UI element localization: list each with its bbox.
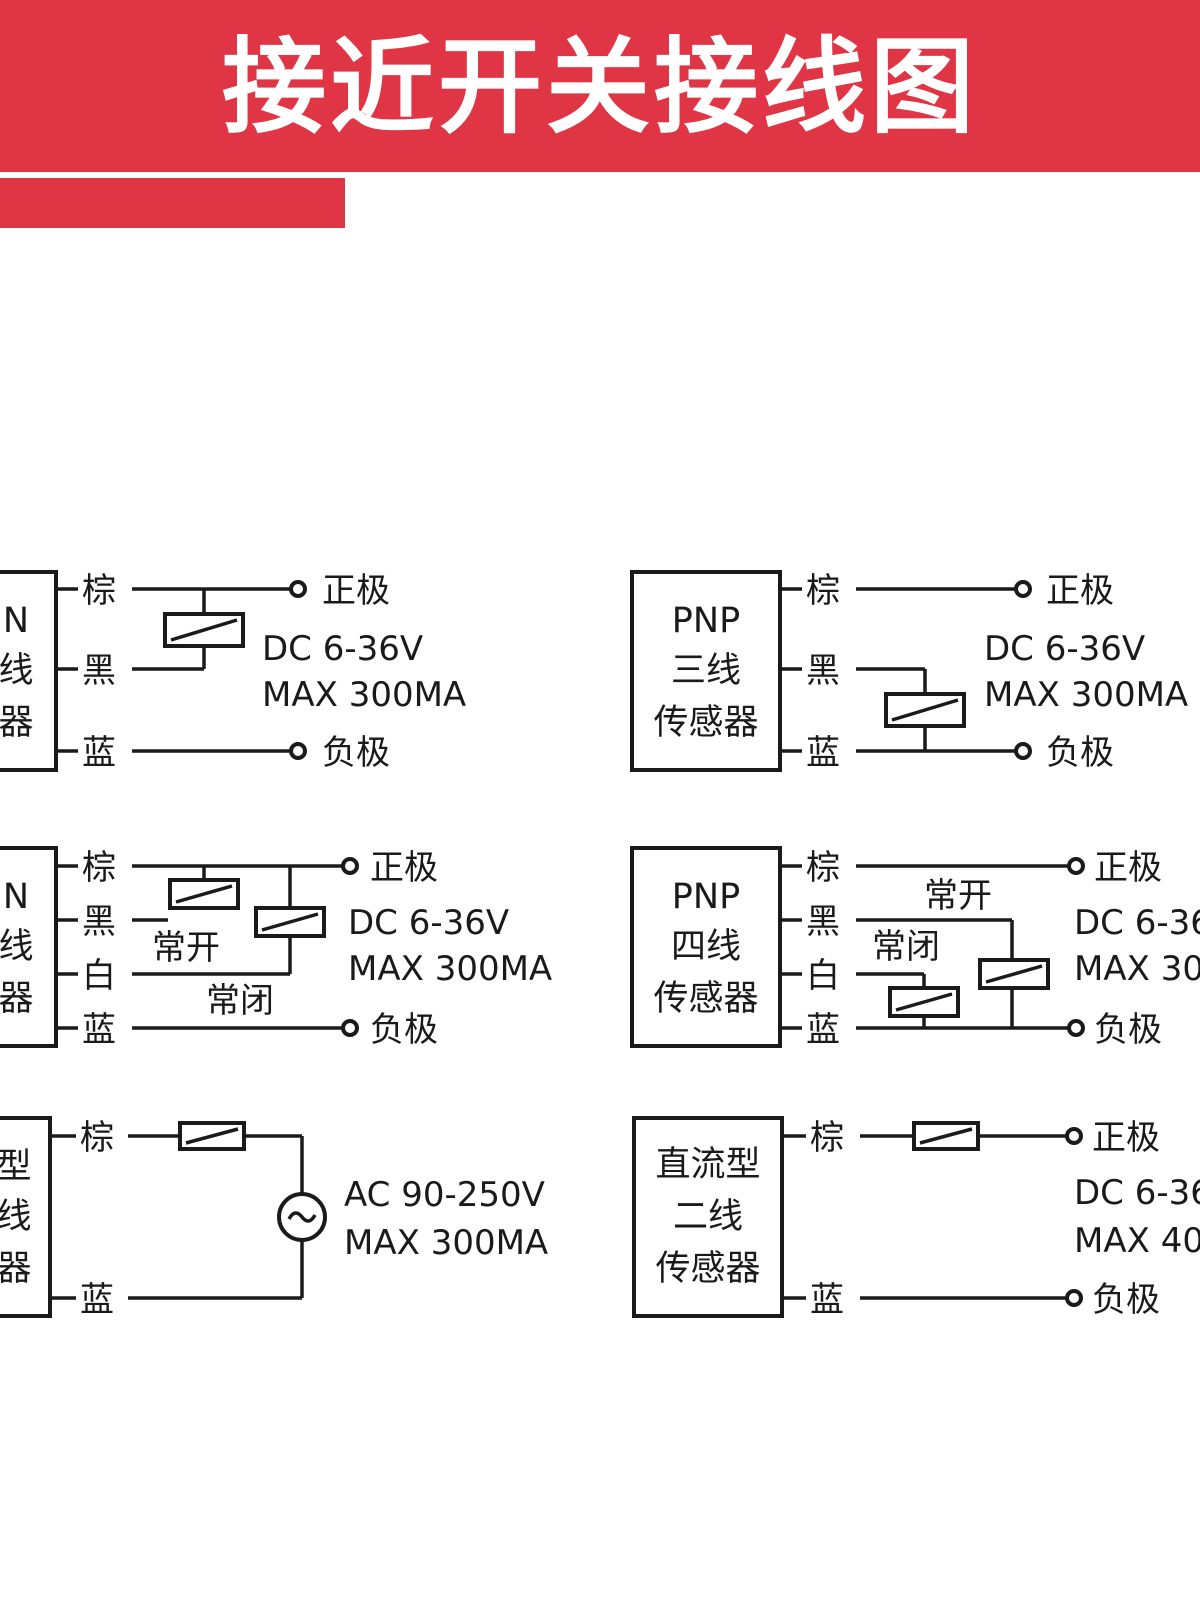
negative-terminal-icon <box>289 742 307 760</box>
wire-label-blue: 蓝 <box>806 733 840 773</box>
sensor-box <box>0 1116 52 1318</box>
sensor-box-line: 器 <box>0 703 34 743</box>
sensor-box <box>0 846 58 1048</box>
sensor-box-line: 三线 <box>671 651 741 691</box>
pnp-three-wire-diagram: PNP 三线 传感器 棕 黑 蓝 正极 负极 DC 6-36V MAX 300M… <box>630 570 1188 773</box>
positive-label: 正极 <box>370 848 438 888</box>
banner-accent-strip <box>0 178 345 228</box>
sensor-box-line: PNP <box>672 601 740 641</box>
positive-terminal-icon <box>1067 857 1085 875</box>
sensor-box-line: 传感器 <box>653 703 758 743</box>
relay-coil-no-icon <box>168 878 240 910</box>
current-spec: MAX 40 <box>1074 1221 1200 1261</box>
wire-label-brown: 棕 <box>82 848 116 888</box>
banner-divider <box>0 172 1200 175</box>
negative-label: 负极 <box>322 733 390 773</box>
positive-terminal-icon <box>1014 580 1032 598</box>
normally-open-label: 常开 <box>924 876 992 916</box>
sensor-box-line: 四线 <box>671 927 741 967</box>
ac-two-wire-diagram: 型 线 器 棕 蓝 AC 90-250V MAX 300MA <box>0 1116 548 1320</box>
wire-label-blue: 蓝 <box>80 1280 114 1320</box>
relay-coil-icon <box>163 612 245 648</box>
voltage-spec: DC 6-36V <box>984 629 1145 669</box>
pnp-four-wire-diagram: PNP 四线 传感器 棕 黑 白 蓝 常开 常闭 正极 负极 DC 6-36 <box>630 846 1200 1050</box>
sensor-box <box>630 570 782 772</box>
voltage-spec: AC 90-250V <box>344 1175 545 1215</box>
voltage-spec: DC 6-36 <box>1074 903 1200 943</box>
positive-terminal-icon <box>341 857 359 875</box>
negative-label: 负极 <box>370 1010 438 1050</box>
sensor-box-line: 传感器 <box>655 1249 760 1289</box>
relay-coil-icon <box>884 692 966 728</box>
sensor-box-line: 线 <box>0 927 34 967</box>
voltage-spec: DC 6-36 <box>1074 1173 1200 1213</box>
negative-terminal-icon <box>341 1019 359 1037</box>
wire-label-brown: 棕 <box>806 848 840 888</box>
load-icon <box>178 1121 246 1151</box>
voltage-spec: DC 6-36V <box>262 629 423 669</box>
title-banner: 接近开关接线图 <box>0 0 1200 172</box>
relay-coil-no-icon <box>978 958 1050 990</box>
wire-label-black: 黑 <box>82 651 116 691</box>
negative-terminal-icon <box>1014 742 1032 760</box>
normally-closed-label: 常闭 <box>206 981 274 1021</box>
sensor-box-line: 器 <box>0 1249 32 1289</box>
current-spec: MAX 300MA <box>344 1223 548 1263</box>
positive-label: 正极 <box>1094 848 1162 888</box>
wire-label-black: 黑 <box>82 902 116 942</box>
sensor-box-line: 线 <box>0 1197 32 1237</box>
wire-label-brown: 棕 <box>80 1118 114 1158</box>
wire-label-black: 黑 <box>806 902 840 942</box>
load-icon <box>912 1121 980 1151</box>
wire-label-brown: 棕 <box>806 571 840 611</box>
sensor-box-line: PNP <box>672 877 740 917</box>
wire-label-blue: 蓝 <box>82 733 116 773</box>
sensor-box-line: 直流型 <box>655 1145 760 1185</box>
current-spec: MAX 300MA <box>262 675 466 715</box>
negative-label: 负极 <box>1094 1010 1162 1050</box>
wire-label-blue: 蓝 <box>810 1280 844 1320</box>
sensor-box-line: N <box>3 601 29 641</box>
negative-label: 负极 <box>1092 1280 1160 1320</box>
negative-label: 负极 <box>1046 733 1114 773</box>
sensor-box-line: 器 <box>0 979 34 1019</box>
wire-label-blue: 蓝 <box>806 1010 840 1050</box>
sensor-box <box>0 570 58 772</box>
sensor-box-line: N <box>3 877 29 917</box>
positive-terminal-icon <box>1065 1127 1083 1145</box>
normally-closed-label: 常闭 <box>872 927 940 967</box>
sensor-box <box>632 1116 784 1318</box>
positive-label: 正极 <box>322 571 390 611</box>
voltage-spec: DC 6-36V <box>348 903 509 943</box>
sensor-box-line: 线 <box>0 651 34 691</box>
sensor-box-line: 型 <box>0 1147 32 1187</box>
npn-four-wire-diagram: N 线 器 棕 黑 白 蓝 常开 常闭 正极 负极 DC 6-36V MAX <box>0 846 552 1050</box>
sensor-box-line: 二线 <box>673 1197 743 1237</box>
wire-label-brown: 棕 <box>810 1118 844 1158</box>
page-title: 接近开关接线图 <box>221 26 978 148</box>
current-spec: MAX 30 <box>1074 949 1200 989</box>
relay-coil-nc-icon <box>888 986 960 1018</box>
relay-coil-nc-icon <box>254 906 326 938</box>
negative-terminal-icon <box>1067 1019 1085 1037</box>
ac-source-icon <box>277 1192 327 1242</box>
current-spec: MAX 300MA <box>348 949 552 989</box>
sensor-box-line: 传感器 <box>653 979 758 1019</box>
positive-label: 正极 <box>1092 1118 1160 1158</box>
dc-two-wire-diagram: 直流型 二线 传感器 棕 蓝 正极 负极 DC 6-36 MAX 40 <box>632 1116 1200 1320</box>
npn-three-wire-diagram: N 线 器 棕 黑 蓝 正极 负极 DC 6-36V MAX 300MA <box>0 570 466 773</box>
sensor-box <box>630 846 782 1048</box>
current-spec: MAX 300MA <box>984 675 1188 715</box>
negative-terminal-icon <box>1065 1289 1083 1307</box>
normally-open-label: 常开 <box>152 928 220 968</box>
positive-terminal-icon <box>289 580 307 598</box>
wire-label-white: 白 <box>806 956 840 996</box>
wire-label-brown: 棕 <box>82 571 116 611</box>
wire-label-black: 黑 <box>806 651 840 691</box>
positive-label: 正极 <box>1046 571 1114 611</box>
wire-label-blue: 蓝 <box>82 1010 116 1050</box>
wire-label-white: 白 <box>82 956 116 996</box>
